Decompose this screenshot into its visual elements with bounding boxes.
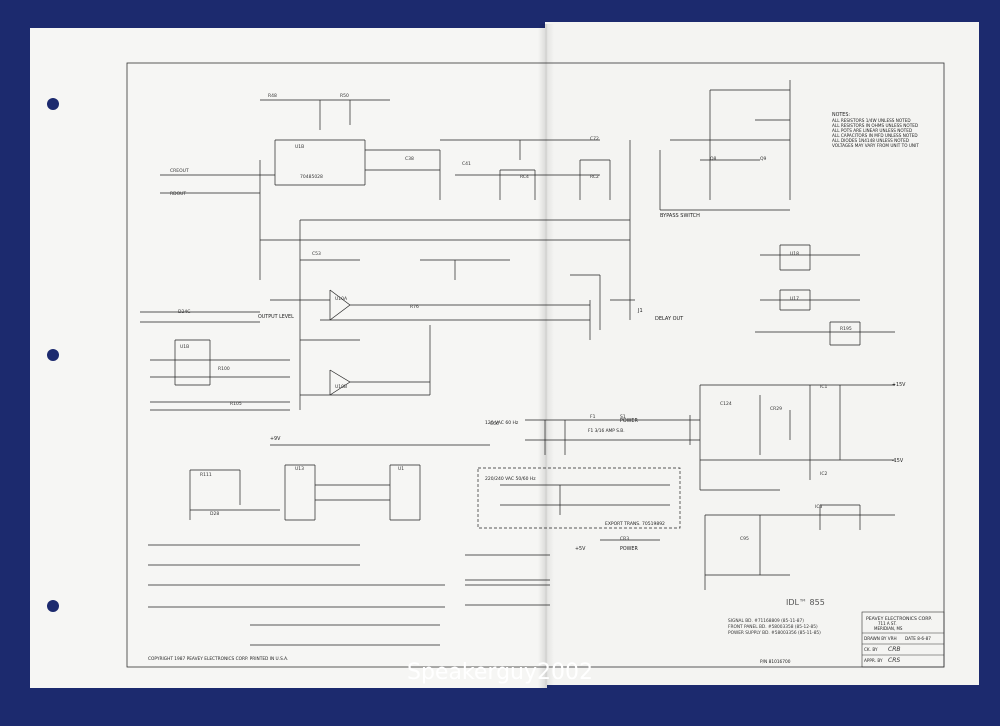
plus9-label: +9V [270,436,281,442]
svg-text:Q8: Q8 [710,156,717,162]
j1-label: J1 [637,308,643,314]
page-fold [538,24,554,688]
board-ref: FRONT PANEL BD. #58003358 (85-12-85) [728,624,818,630]
svg-text:C66: C66 [490,421,499,427]
title-block-frame [861,611,945,668]
binder-hole-bottom [47,600,59,612]
minus15-label: -15V [892,458,904,464]
note-line: VOLTAGES MAY VARY FROM UNIT TO UNIT [832,143,919,148]
power-switch-label: POWER [620,418,638,424]
svg-text:IC1: IC1 [820,384,827,390]
company-name: PEAVEY ELECTRONICS CORP. [866,616,932,622]
svg-text:RDOUT: RDOUT [170,191,186,197]
part-number: P/N 81016700 [760,659,791,665]
svg-text:U1B: U1B [180,344,189,350]
svg-text:C38: C38 [405,156,414,162]
schematic-sheet-left [30,28,547,688]
note-line: ALL RESISTORS 1/4W UNLESS NOTED [832,118,911,123]
drawn-by: DRAWN BY VRH [864,636,897,641]
plus5-label: +5V [575,546,586,552]
svg-text:R50: R50 [340,93,349,99]
svg-text:Q9: Q9 [760,156,767,162]
svg-text:U10A: U10A [335,296,348,302]
binder-hole-top [47,98,59,110]
svg-text:R105: R105 [230,401,242,407]
svg-text:C95: C95 [740,536,749,542]
delay-out-label: DELAY OUT [655,316,684,322]
svg-text:U17: U17 [790,296,799,302]
svg-text:CR29: CR29 [770,406,782,412]
svg-text:IC2: IC2 [820,471,827,477]
svg-text:D24C: D24C [178,309,190,315]
model-name: IDL™ 855 [786,598,825,607]
binder-hole-middle [47,349,59,361]
company-city: MERIDIAN, MS [874,626,903,631]
mains-export-label: 220/240 VAC 50/60 Hz [485,476,536,482]
board-ref: POWER SUPPLY BD. #58003356 (85-11-85) [728,630,821,636]
svg-text:C41: C41 [462,161,471,167]
note-line: ALL DIODES 1N4148 UNLESS NOTED [832,138,909,143]
svg-text:R48: R48 [268,93,277,99]
svg-text:U13: U13 [295,466,304,472]
svg-text:U1: U1 [398,466,404,472]
svg-text:R111: R111 [200,472,212,478]
notes-title: NOTES: [832,112,850,118]
drawing-border [126,62,945,668]
export-trans-label: EXPORT TRANS. 70519892 [605,521,665,527]
signature-checked: CRB [888,646,900,653]
signature-approved: CRS [888,657,900,664]
approved-by: APPR. BY [864,658,883,663]
svg-text:CREOUT: CREOUT [170,168,189,174]
watermark: Speakerguy2002 [406,660,593,685]
svg-text:U18: U18 [790,251,799,257]
bypass-switch-label: BYPASS SWITCH [660,213,700,219]
mains-120-label: 120 VAC 60 Hz [485,420,519,426]
svg-text:R195: R195 [840,326,852,332]
svg-text:IC3: IC3 [815,504,822,510]
note-line: ALL CAPACITORS IN MFD UNLESS NOTED [832,133,918,138]
svg-text:C124: C124 [720,401,732,407]
svg-text:RC4: RC4 [520,174,529,180]
output-level-label: OUTPUT LEVEL [258,314,294,320]
svg-text:S1: S1 [620,414,626,420]
svg-text:F1: F1 [590,414,596,420]
wiring [140,80,895,646]
note-line: ALL POTS ARE LINEAR UNLESS NOTED [832,128,912,133]
svg-text:U10B: U10B [335,384,347,390]
plus15-label: +15V [892,382,906,388]
svg-text:C53: C53 [312,251,321,257]
svg-text:R100: R100 [218,366,230,372]
svg-text:C72: C72 [590,136,599,142]
power-led-label: POWER [620,546,638,552]
svg-text:U1B: U1B [295,144,304,150]
note-line: ALL RESISTORS IN OHMS UNLESS NOTED [832,123,918,128]
board-ref: SIGNAL BD. #71168809 (85-11-87) [728,618,804,624]
svg-text:D28: D28 [210,511,219,517]
checked-by: CK. BY [864,647,878,652]
svg-text:RC2: RC2 [590,174,599,180]
copyright-line: COPYRIGHT 1987 PEAVEY ELECTRONICS CORP. … [148,656,288,662]
svg-text:R76: R76 [410,304,419,310]
fuse-label: F1 3/16 AMP S.B. [588,428,625,434]
svg-text:CR3: CR3 [620,536,629,542]
drawing-date: DATE 8-6-87 [905,636,931,641]
svg-text:70485028: 70485028 [300,174,323,180]
schematic-sheet-right [545,22,979,685]
company-address: 711 A ST. [878,621,897,626]
